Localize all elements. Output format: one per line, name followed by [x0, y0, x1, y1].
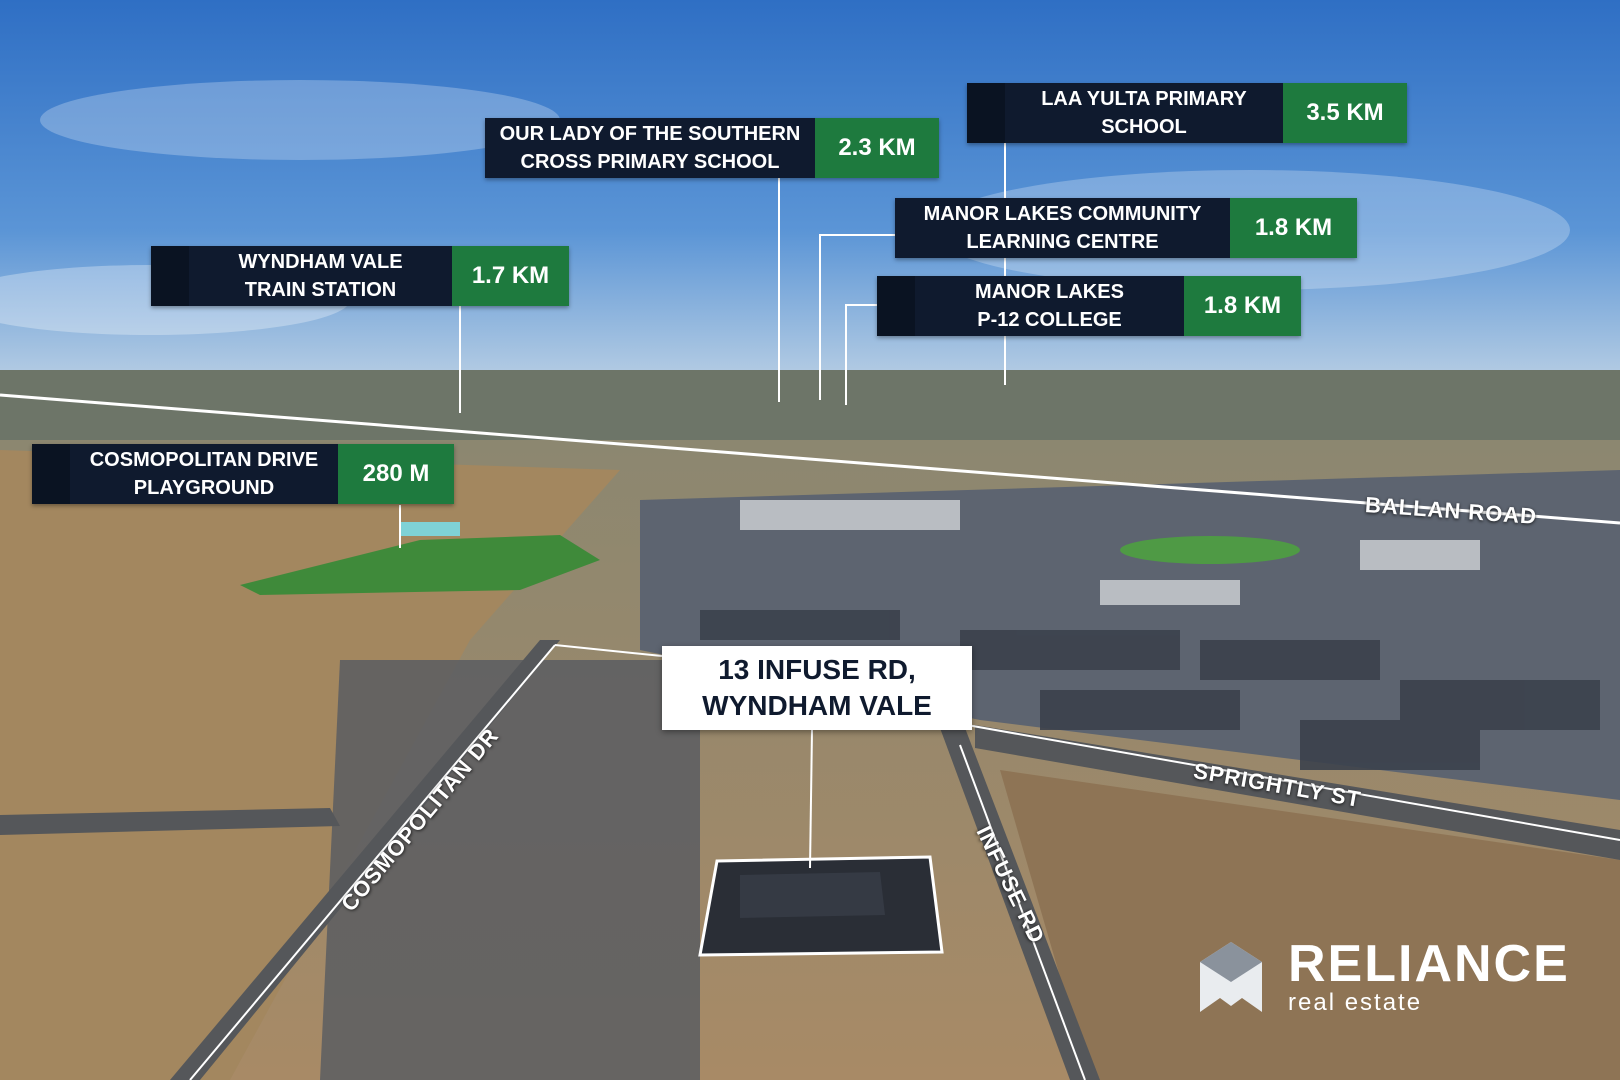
- callout-distance: 280 M: [338, 444, 454, 504]
- callout-wyndham-vale-station: WYNDHAM VALE TRAIN STATION 1.7 KM: [151, 246, 569, 306]
- vacant-lot: [1000, 770, 1620, 1080]
- callout-name: COSMOPOLITAN DRIVE PLAYGROUND: [32, 444, 338, 504]
- leader-lines: [399, 140, 1006, 869]
- callout-distance: 3.5 KM: [1283, 83, 1407, 143]
- park-green: [240, 535, 600, 595]
- cosmopolitan-road: [170, 640, 560, 1080]
- reliance-logo: RELIANCE real estate: [1198, 938, 1570, 1016]
- callout-distance: 1.7 KM: [452, 246, 569, 306]
- logo-tagline: real estate: [1288, 989, 1423, 1016]
- callout-cosmopolitan-playground: COSMOPOLITAN DRIVE PLAYGROUND 280 M: [32, 444, 454, 504]
- callout-name: MANOR LAKES COMMUNITY LEARNING CENTRE: [895, 198, 1230, 258]
- callout-manor-lakes-college: MANOR LAKES P-12 COLLEGE 1.8 KM: [877, 276, 1301, 336]
- address-line-1: 13 INFUSE RD,: [718, 654, 916, 685]
- logo-brand: RELIANCE: [1288, 935, 1570, 993]
- callout-manor-lakes-learning-centre: MANOR LAKES COMMUNITY LEARNING CENTRE 1.…: [895, 198, 1357, 258]
- cloud: [40, 80, 560, 160]
- playground-pool: [400, 522, 460, 536]
- property-address-label: 13 INFUSE RD, WYNDHAM VALE: [662, 646, 972, 730]
- sky: [0, 0, 1620, 385]
- callout-laa-yulta-school: LAA YULTA PRIMARY SCHOOL 3.5 KM: [967, 83, 1407, 143]
- callout-distance: 1.8 KM: [1230, 198, 1357, 258]
- paddock-left: [0, 450, 620, 1080]
- horizon-suburbs: [0, 370, 1620, 450]
- ballan-road-line: [0, 393, 1620, 525]
- house-logo-icon: [1200, 942, 1262, 1012]
- address-line-2: WYNDHAM VALE: [702, 690, 932, 721]
- callout-distance: 2.3 KM: [815, 118, 939, 178]
- callout-name: Our Lady of the Southern Cross Primary S…: [485, 118, 815, 178]
- callout-name: MANOR LAKES P-12 COLLEGE: [877, 276, 1184, 336]
- central-park: [1120, 536, 1300, 564]
- blurred-houses: [320, 660, 700, 1080]
- side-road: [0, 808, 340, 835]
- callout-our-lady-school: Our Lady of the Southern Cross Primary S…: [485, 118, 939, 178]
- callout-name: WYNDHAM VALE TRAIN STATION: [151, 246, 452, 306]
- callout-name: LAA YULTA PRIMARY SCHOOL: [967, 83, 1283, 143]
- callout-distance: 1.8 KM: [1184, 276, 1301, 336]
- sprightly-road: [975, 725, 1620, 860]
